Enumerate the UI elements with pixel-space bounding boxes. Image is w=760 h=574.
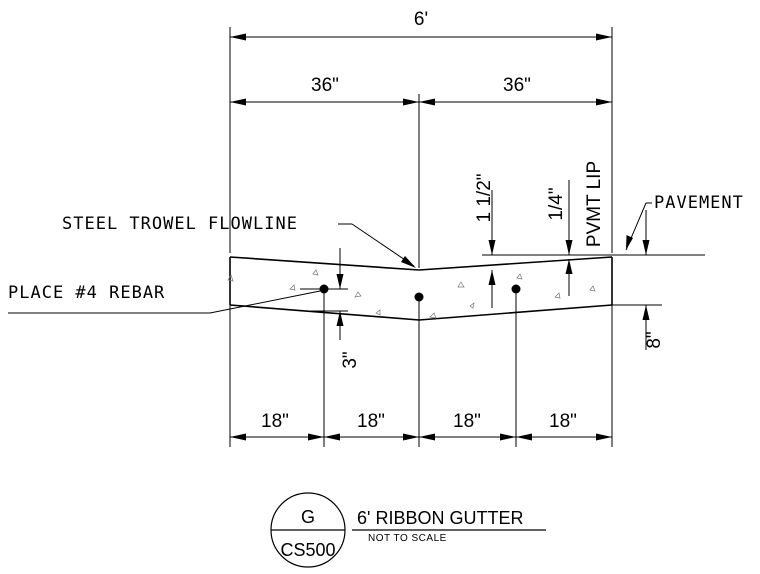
extension-lines (229, 27, 613, 447)
pavement-label: PAVEMENT (654, 193, 744, 213)
dim-spacing-3: 18" (453, 411, 481, 432)
gutter-section (227, 256, 613, 321)
dim-pvmt-lip-value: 1/4" (546, 187, 567, 220)
pvmt-lip-label: PVMT LIP (584, 161, 605, 247)
dim-halves: 36" 36" (230, 75, 612, 106)
rebar-callout: PLACE #4 REBAR (8, 283, 321, 314)
flowline-label: STEEL TROWEL FLOWLINE (62, 214, 298, 234)
title-block: G CS500 6' RIBBON GUTTER NOT TO SCALE (270, 492, 546, 568)
dim-slope-label: 1 1/2" (474, 173, 495, 222)
rebar-right (511, 284, 521, 294)
pavement-callout: PAVEMENT (625, 193, 744, 255)
concrete-hatch (227, 269, 596, 319)
dim-overall: 6' (230, 9, 612, 41)
dim-pvmt-lip: 1/4" PVMT LIP (546, 161, 605, 296)
sheet-number: CS500 (280, 540, 335, 560)
dim-spacing-4: 18" (549, 411, 577, 432)
flowline-callout: STEEL TROWEL FLOWLINE (62, 214, 416, 268)
scale-note: NOT TO SCALE (368, 533, 447, 544)
dim-cover-label: 3" (340, 351, 361, 368)
detail-title: 6' RIBBON GUTTER (357, 508, 523, 528)
dim-left-half: 36" (311, 75, 339, 96)
dim-thickness: 8" (612, 304, 665, 350)
dim-spacing: 18" 18" 18" 18" (230, 411, 612, 441)
dim-thickness-label: 8" (644, 331, 665, 348)
detail-letter: G (301, 507, 315, 527)
dim-spacing-2: 18" (357, 411, 385, 432)
dim-cover: 3" (300, 248, 361, 369)
rebar-center (414, 292, 424, 302)
rebar-label: PLACE #4 REBAR (8, 283, 165, 303)
dim-overall-label: 6' (414, 9, 428, 30)
dim-spacing-1: 18" (261, 411, 289, 432)
dim-slope: 1 1/2" (474, 173, 612, 308)
dim-right-half: 36" (503, 75, 531, 96)
